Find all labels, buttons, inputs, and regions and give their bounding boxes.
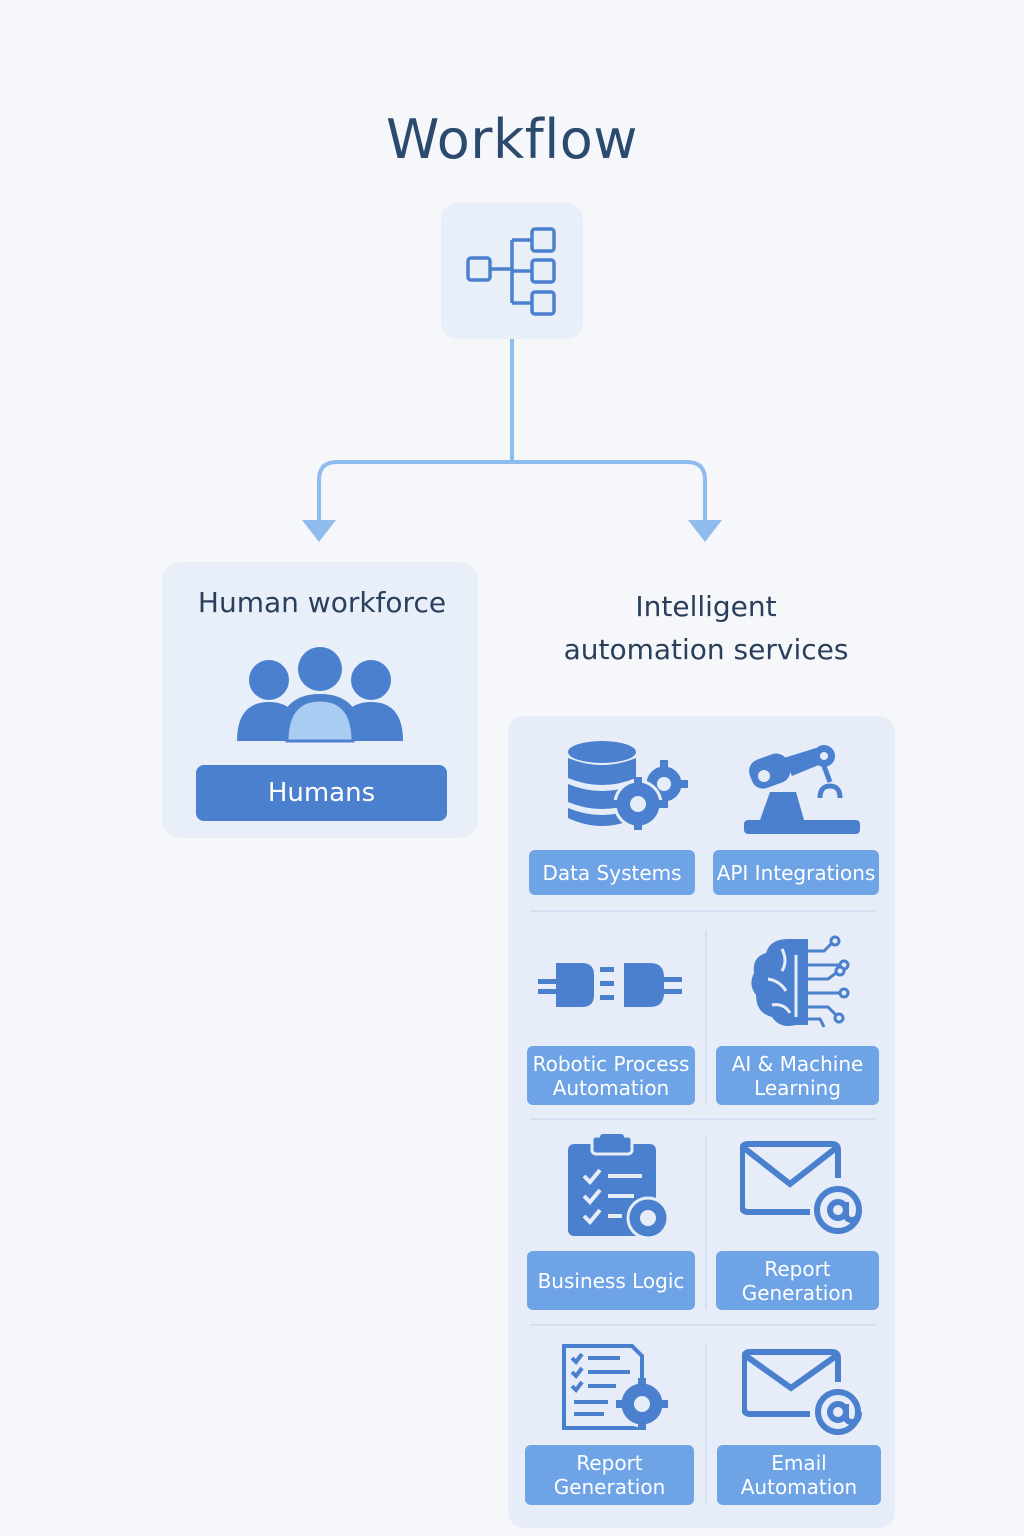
- service-label-business-logic[interactable]: Business Logic: [527, 1251, 695, 1310]
- row-divider: [530, 1324, 876, 1326]
- human-workforce-title: Human workforce: [197, 586, 447, 619]
- workflow-node: [441, 203, 583, 339]
- email-at-icon: [742, 1349, 862, 1435]
- humans-button[interactable]: Humans: [196, 765, 447, 821]
- automation-services-title: Intelligent automation services: [563, 590, 849, 666]
- document-gear-icon: [562, 1344, 668, 1430]
- page-title: Workflow: [386, 108, 638, 171]
- row-divider: [530, 1118, 876, 1120]
- clipboard-gear-icon: [568, 1134, 670, 1240]
- branch-connector: [302, 339, 722, 542]
- service-label-data-systems[interactable]: Data Systems: [529, 850, 695, 895]
- service-label-report-generation[interactable]: Report Generation: [716, 1251, 879, 1310]
- row-divider: [530, 910, 876, 912]
- service-label-ai-machine-learning[interactable]: AI & Machine Learning: [716, 1046, 879, 1105]
- service-label-email-automation[interactable]: Email Automation: [717, 1445, 881, 1505]
- plug-connector-icon: [538, 963, 682, 1007]
- column-divider: [705, 1345, 707, 1505]
- ai-brain-icon: [751, 935, 850, 1028]
- email-at-icon: [740, 1141, 862, 1234]
- people-group-icon: [237, 647, 403, 743]
- service-label-robotic-process-automation[interactable]: Robotic Process Automation: [527, 1046, 695, 1105]
- arrow-left-icon: [302, 520, 336, 542]
- service-label-report-generation[interactable]: Report Generation: [525, 1445, 694, 1505]
- robotic-arm-icon: [744, 745, 860, 834]
- arrow-right-icon: [688, 520, 722, 542]
- column-divider: [705, 1135, 707, 1310]
- column-divider: [705, 930, 707, 1105]
- service-label-api-integrations[interactable]: API Integrations: [713, 850, 879, 895]
- database-gear-icon: [568, 741, 688, 830]
- workflow-icon: [466, 227, 556, 316]
